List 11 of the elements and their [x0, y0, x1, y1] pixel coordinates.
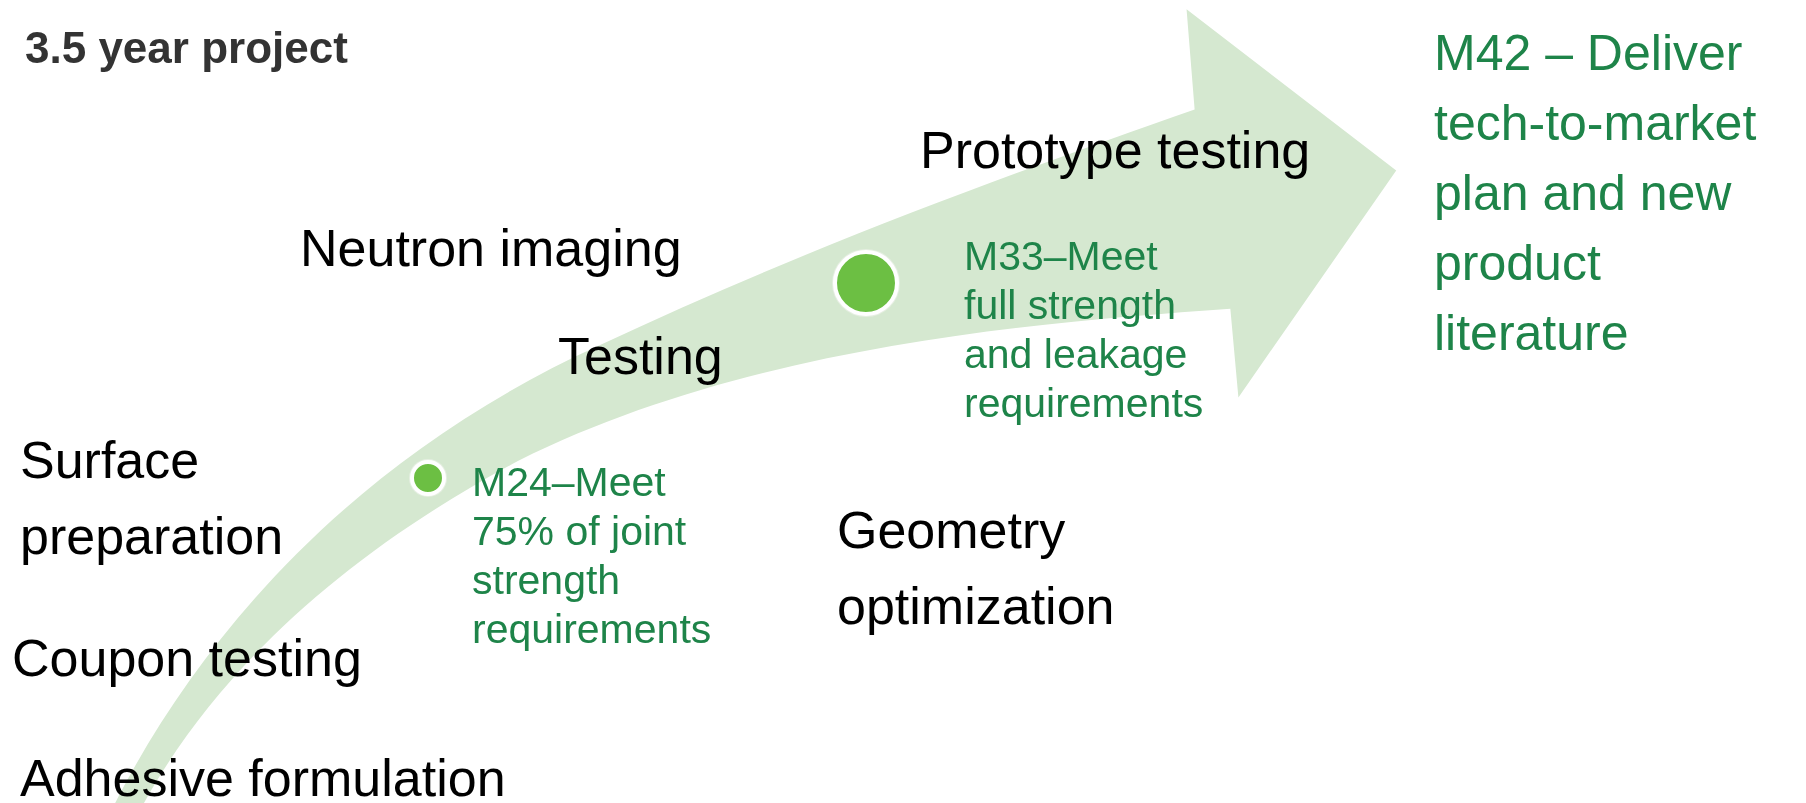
stage-label: Prototype testing: [920, 120, 1311, 181]
milestone-text: M24–Meet 75% of joint strength requirements: [472, 458, 713, 654]
stage-label: Adhesive formulation: [20, 748, 506, 803]
title: 3.5 year project: [25, 22, 348, 74]
stage-label: Geometry optimization: [837, 500, 1116, 637]
stage-label: Surface preparation: [20, 430, 285, 567]
stage-label: Testing: [558, 326, 723, 387]
milestone-text: M42 – Deliver tech-to-market plan and new product literature: [1434, 24, 1758, 363]
stage-label: Neutron imaging: [300, 218, 682, 279]
stage-label: Coupon testing: [12, 628, 362, 689]
milestone-text: M33–Meet full strength and leakage requirements: [964, 232, 1205, 428]
